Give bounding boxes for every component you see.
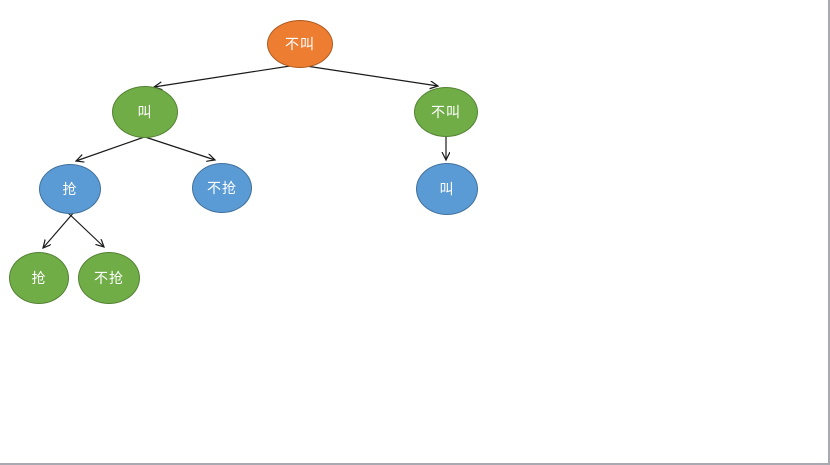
tree-node-label: 不抢 — [94, 271, 124, 287]
tree-node-bujiao[interactable]: 不叫 — [414, 87, 478, 137]
tree-node-root[interactable]: 不叫 — [267, 20, 333, 68]
edge-arrow-qiang-qiang — [43, 210, 76, 248]
edge-arrow-root-jiao — [154, 63, 304, 87]
edge-arrow-root-bujiao — [292, 63, 438, 86]
tree-node-buqiang-leaf[interactable]: 不抢 — [78, 252, 140, 304]
tree-node-label: 不抢 — [207, 181, 237, 197]
edge-arrow-qiang-buqiang — [65, 210, 104, 247]
tree-node-label: 不叫 — [431, 105, 461, 121]
tree-node-label: 不叫 — [285, 37, 315, 53]
tree-node-qiang[interactable]: 抢 — [39, 164, 101, 214]
tree-node-qiang-leaf[interactable]: 抢 — [9, 252, 69, 304]
tree-node-label: 抢 — [31, 271, 47, 287]
tree-node-label: 叫 — [137, 105, 153, 121]
edge-arrow-jiao-buqiang — [138, 134, 215, 160]
tree-node-buqiang[interactable]: 不抢 — [192, 163, 252, 213]
edge-arrow-jiao-qiang — [76, 134, 151, 161]
tree-node-label: 叫 — [439, 182, 455, 198]
tree-node-jiao[interactable]: 叫 — [112, 86, 178, 138]
tree-node-label: 抢 — [62, 182, 78, 198]
tree-node-jiao-leaf[interactable]: 叫 — [416, 163, 478, 215]
